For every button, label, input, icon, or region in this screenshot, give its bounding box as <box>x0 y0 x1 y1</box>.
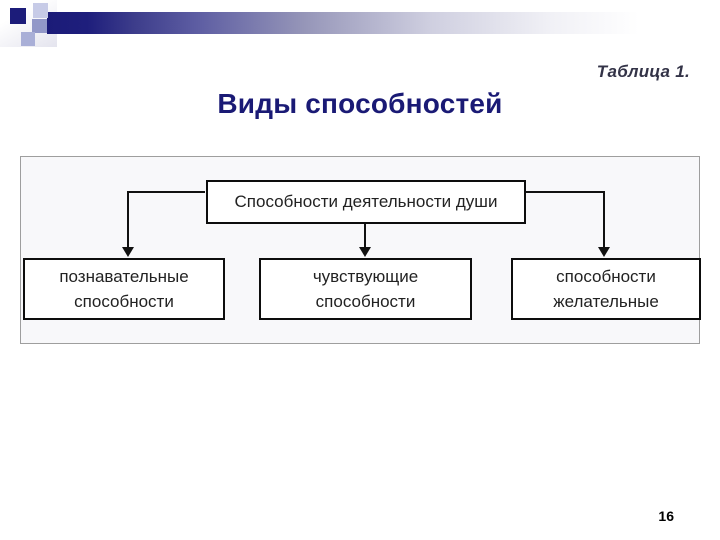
decor-square-slate <box>32 19 47 33</box>
node-root-label: Способности деятельности души <box>234 192 498 212</box>
page-title: Виды способностей <box>217 88 503 119</box>
node-label-line: способности <box>556 266 656 286</box>
node-label-line: познавательные <box>59 266 189 286</box>
node-label-line: способности <box>74 292 174 311</box>
page-number: 16 <box>658 508 674 524</box>
node-label-line: желательные <box>553 292 659 311</box>
decor-square-periwinkle <box>21 32 35 46</box>
node-label-line: чувствующие <box>312 266 419 286</box>
node-cognitive: познавательные способности <box>23 258 225 320</box>
diagram-panel: Способности деятельности души познавател… <box>20 156 701 344</box>
decor-square-lavender <box>33 3 48 18</box>
node-root: Способности деятельности души <box>206 180 526 224</box>
header-gradient-bar <box>47 12 720 34</box>
node-label-line: способности <box>315 292 416 311</box>
node-desiring: способности желательные <box>511 258 701 320</box>
decor-square-navy <box>10 8 26 24</box>
connector-lines <box>122 191 610 257</box>
node-sensing: чувствующие способности <box>259 258 472 320</box>
table-caption: Таблица 1. <box>596 62 690 81</box>
